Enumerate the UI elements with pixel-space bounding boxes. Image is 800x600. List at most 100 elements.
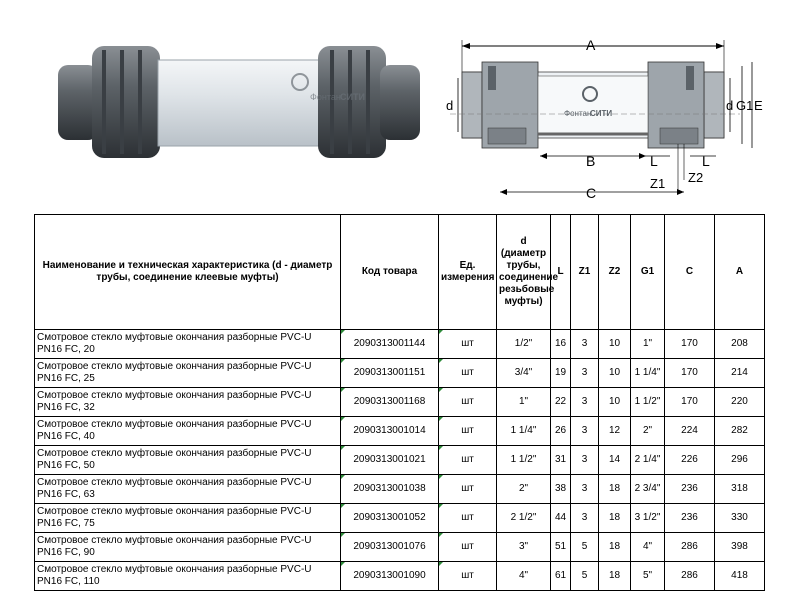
table-row: Смотровое стекло муфтовые окончания разб… xyxy=(34,329,765,359)
technical-drawing: A Фонтан СИТИ d d G1 E xyxy=(440,32,780,202)
cell-d: 1/2" xyxy=(496,329,551,359)
product-photo: Фонтан СИТИ xyxy=(30,20,430,190)
cell-L: 31 xyxy=(550,445,571,475)
sight-glass-illustration: Фонтан СИТИ xyxy=(58,46,420,158)
cell-A: 318 xyxy=(714,474,765,504)
cell-unit: шт xyxy=(438,503,497,533)
cell-name: Смотровое стекло муфтовые окончания разб… xyxy=(34,474,341,504)
cell-G1: 3 1/2" xyxy=(630,503,665,533)
cell-d: 1 1/4" xyxy=(496,416,551,446)
label-E: E xyxy=(754,98,763,113)
cell-Z1: 5 xyxy=(570,561,599,591)
cell-G1: 1" xyxy=(630,329,665,359)
table-header-row: Наименование и техническая характеристик… xyxy=(34,214,765,330)
header-C: C xyxy=(664,214,715,330)
cell-unit: шт xyxy=(438,474,497,504)
cell-G1: 4" xyxy=(630,532,665,562)
cell-name: Смотровое стекло муфтовые окончания разб… xyxy=(34,503,341,533)
cell-Z1: 3 xyxy=(570,387,599,417)
label-d-left: d xyxy=(446,98,453,113)
table-row: Смотровое стекло муфтовые окончания разб… xyxy=(34,445,765,475)
header-Z1: Z1 xyxy=(570,214,599,330)
cell-code: 2090313001076 xyxy=(340,532,439,562)
cell-L: 44 xyxy=(550,503,571,533)
cell-Z2: 10 xyxy=(598,358,631,388)
cell-Z1: 3 xyxy=(570,416,599,446)
cell-C: 286 xyxy=(664,532,715,562)
cell-L: 19 xyxy=(550,358,571,388)
cell-code: 2090313001052 xyxy=(340,503,439,533)
cell-code: 2090313001021 xyxy=(340,445,439,475)
cell-Z2: 18 xyxy=(598,561,631,591)
cell-A: 282 xyxy=(714,416,765,446)
header-G1: G1 xyxy=(630,214,665,330)
cell-name: Смотровое стекло муфтовые окончания разб… xyxy=(34,532,341,562)
cell-d: 2" xyxy=(496,474,551,504)
svg-text:Фонтан: Фонтан xyxy=(310,92,341,102)
cell-L: 16 xyxy=(550,329,571,359)
cell-code: 2090313001151 xyxy=(340,358,439,388)
cell-C: 224 xyxy=(664,416,715,446)
cell-unit: шт xyxy=(438,387,497,417)
cell-G1: 2 1/4" xyxy=(630,445,665,475)
label-B: B xyxy=(586,153,595,169)
cell-Z1: 3 xyxy=(570,503,599,533)
cell-code: 2090313001090 xyxy=(340,561,439,591)
label-d-right: d xyxy=(726,98,733,113)
cell-G1: 1 1/2" xyxy=(630,387,665,417)
cell-Z2: 10 xyxy=(598,329,631,359)
header-name: Наименование и техническая характеристик… xyxy=(34,214,341,330)
cell-Z1: 3 xyxy=(570,445,599,475)
label-C: C xyxy=(586,185,596,201)
header-Z2: Z2 xyxy=(598,214,631,330)
cell-L: 61 xyxy=(550,561,571,591)
table-row: Смотровое стекло муфтовые окончания разб… xyxy=(34,474,765,504)
cell-name: Смотровое стекло муфтовые окончания разб… xyxy=(34,445,341,475)
cell-A: 418 xyxy=(714,561,765,591)
logo-watermark: Фонтан СИТИ xyxy=(291,73,365,102)
cell-C: 226 xyxy=(664,445,715,475)
label-A: A xyxy=(586,37,596,53)
cell-name: Смотровое стекло муфтовые окончания разб… xyxy=(34,329,341,359)
table-row: Смотровое стекло муфтовые окончания разб… xyxy=(34,358,765,388)
cell-d: 2 1/2" xyxy=(496,503,551,533)
cell-Z2: 14 xyxy=(598,445,631,475)
cell-name: Смотровое стекло муфтовые окончания разб… xyxy=(34,416,341,446)
cell-Z2: 18 xyxy=(598,474,631,504)
cell-C: 236 xyxy=(664,474,715,504)
label-Z2: Z2 xyxy=(688,170,703,185)
cell-C: 170 xyxy=(664,329,715,359)
cell-L: 22 xyxy=(550,387,571,417)
cell-G1: 5" xyxy=(630,561,665,591)
header-A: A xyxy=(714,214,765,330)
cell-Z1: 3 xyxy=(570,358,599,388)
cell-name: Смотровое стекло муфтовые окончания разб… xyxy=(34,561,341,591)
cell-C: 286 xyxy=(664,561,715,591)
label-L-1: L xyxy=(650,153,658,169)
cell-Z2: 12 xyxy=(598,416,631,446)
cell-unit: шт xyxy=(438,416,497,446)
label-L-2: L xyxy=(702,153,710,169)
cell-d: 1 1/2" xyxy=(496,445,551,475)
spec-table: Наименование и техническая характеристик… xyxy=(34,214,765,591)
table-row: Смотровое стекло муфтовые окончания разб… xyxy=(34,387,765,417)
cell-unit: шт xyxy=(438,532,497,562)
cell-code: 2090313001168 xyxy=(340,387,439,417)
cell-Z2: 18 xyxy=(598,532,631,562)
svg-text:СИТИ: СИТИ xyxy=(340,92,365,102)
cell-code: 2090313001144 xyxy=(340,329,439,359)
cell-d: 4" xyxy=(496,561,551,591)
cell-L: 38 xyxy=(550,474,571,504)
cell-d: 3/4" xyxy=(496,358,551,388)
label-Z1: Z1 xyxy=(650,176,665,191)
cell-Z1: 3 xyxy=(570,329,599,359)
cell-Z1: 5 xyxy=(570,532,599,562)
cell-name: Смотровое стекло муфтовые окончания разб… xyxy=(34,358,341,388)
cell-code: 2090313001014 xyxy=(340,416,439,446)
cell-C: 170 xyxy=(664,387,715,417)
table-row: Смотровое стекло муфтовые окончания разб… xyxy=(34,532,765,562)
cell-d: 3" xyxy=(496,532,551,562)
cell-C: 236 xyxy=(664,503,715,533)
cell-code: 2090313001038 xyxy=(340,474,439,504)
cell-unit: шт xyxy=(438,329,497,359)
